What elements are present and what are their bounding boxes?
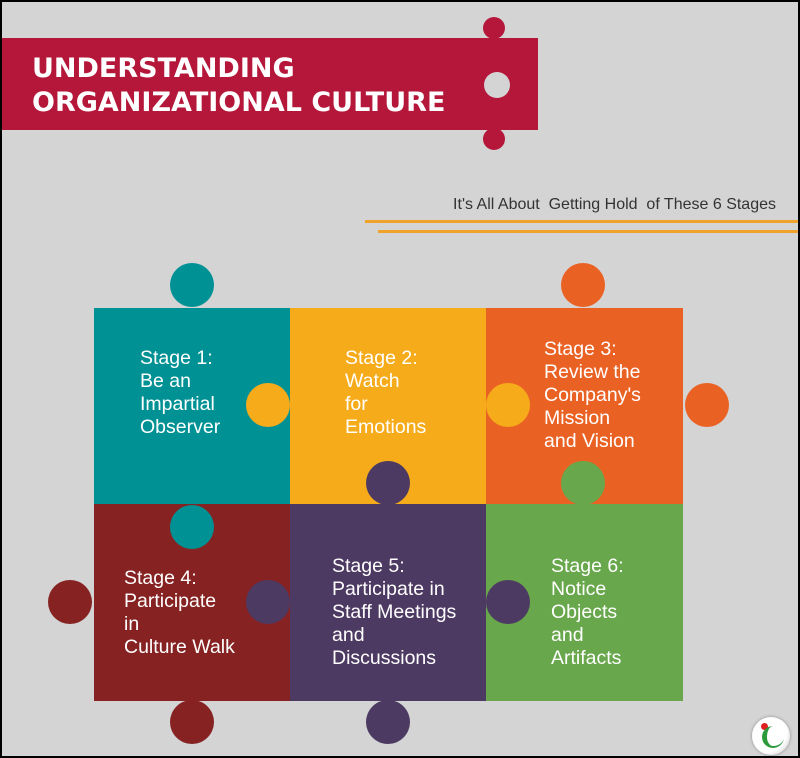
stage-text-line: Discussions bbox=[332, 647, 437, 669]
knob-icon bbox=[561, 263, 605, 307]
stage-text-line: Watch bbox=[345, 370, 400, 392]
stage-text-line: Artifacts bbox=[551, 647, 622, 669]
stage-text-line: Objects bbox=[551, 601, 618, 623]
stage-text-line: Company's bbox=[544, 384, 641, 406]
knob-icon bbox=[486, 580, 530, 624]
knob-icon bbox=[170, 700, 214, 744]
banner-knob-bottom bbox=[483, 128, 505, 150]
banner-notch bbox=[484, 72, 510, 98]
title-line-2: Organizational Culture bbox=[32, 87, 446, 118]
logo-swoosh bbox=[762, 726, 784, 748]
stage-text-line: Culture Walk bbox=[124, 636, 235, 658]
stage-text-line: Stage 3: bbox=[544, 338, 617, 360]
knob-icon bbox=[366, 700, 410, 744]
stage-text-line: Observer bbox=[140, 416, 221, 438]
divider-line bbox=[378, 230, 798, 233]
stage-text-line: Stage 1: bbox=[140, 347, 213, 369]
puzzle-piece-stage-5 bbox=[290, 504, 487, 701]
knob-icon bbox=[170, 263, 214, 307]
stage-text-line: for bbox=[345, 393, 368, 415]
knob-icon bbox=[366, 461, 410, 505]
page-title: Understanding Organizational Culture bbox=[32, 52, 445, 120]
stage-text-line: and Vision bbox=[544, 430, 635, 452]
stage-text-line: Staff Meetings bbox=[332, 601, 457, 623]
divider-line bbox=[365, 220, 798, 223]
knob-icon bbox=[486, 383, 530, 427]
subtitle: It's All About Getting Hold of These 6 S… bbox=[453, 196, 776, 213]
stage-text-line: and bbox=[551, 624, 584, 646]
stage-text-line: Participate in bbox=[332, 578, 445, 600]
knob-icon bbox=[685, 383, 729, 427]
logo-dot bbox=[761, 723, 768, 730]
stage-text-line: Stage 6: bbox=[551, 555, 624, 577]
stage-text-line: Emotions bbox=[345, 416, 427, 438]
stage-text-line: Stage 2: bbox=[345, 347, 418, 369]
knob-icon bbox=[48, 580, 92, 624]
knob-icon bbox=[170, 505, 214, 549]
stage-text-line: Impartial bbox=[140, 393, 215, 415]
title-banner bbox=[2, 38, 538, 130]
knob-icon bbox=[246, 383, 290, 427]
stage-text-line: Be an bbox=[140, 370, 191, 392]
stage-text-line: in bbox=[124, 613, 140, 635]
stage-text-line: Review the bbox=[544, 361, 641, 383]
banner-knob-top bbox=[483, 17, 505, 39]
knob-icon bbox=[246, 580, 290, 624]
knob-icon bbox=[561, 461, 605, 505]
logo bbox=[752, 717, 790, 755]
stage-text-line: Participate bbox=[124, 590, 217, 612]
stage-text-line: Stage 4: bbox=[124, 567, 197, 589]
stage-text-line: Stage 5: bbox=[332, 555, 405, 577]
stage-text-line: Notice bbox=[551, 578, 607, 600]
stage-text-line: and bbox=[332, 624, 365, 646]
title-line-1: Understanding bbox=[32, 53, 295, 84]
stage-text-line: Mission bbox=[544, 407, 611, 429]
